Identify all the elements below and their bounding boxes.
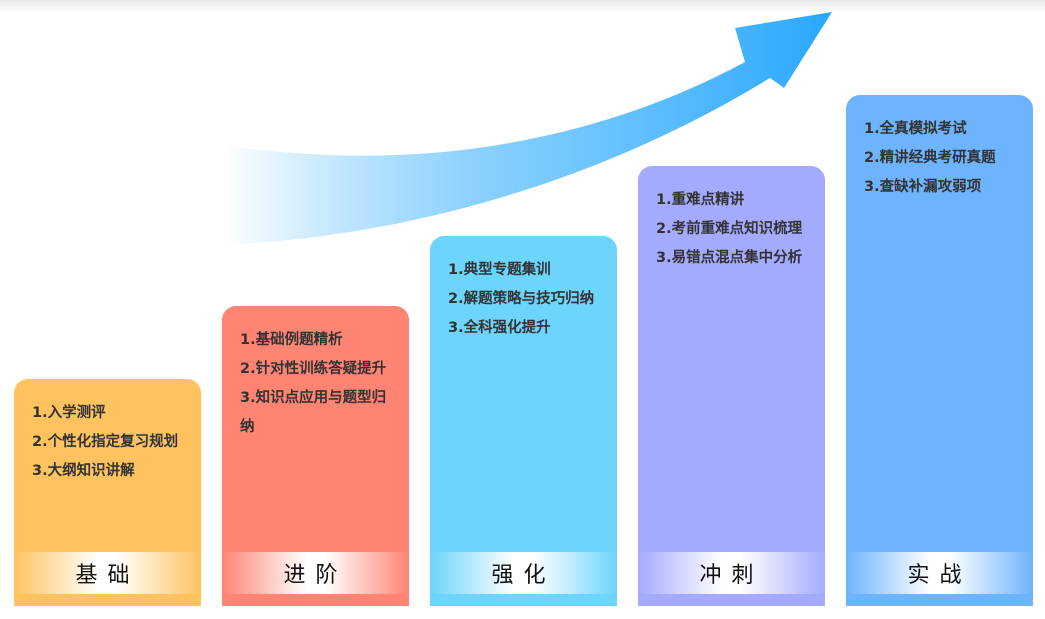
stage-items: 1.入学测评 2.个性化指定复习规划 3.大纲知识讲解: [14, 379, 201, 486]
stage-item: 1.基础例题精析: [240, 332, 343, 348]
stage-card-3: 1.典型专题集训 2.解题策略与技巧归纳 3.全科强化提升强化: [430, 236, 617, 606]
stage-item: 1.典型专题集训: [448, 262, 551, 278]
stage-label: 强化: [430, 552, 617, 594]
stage-items: 1.典型专题集训 2.解题策略与技巧归纳 3.全科强化提升: [430, 236, 617, 343]
stage-item: 1.入学测评: [32, 405, 106, 421]
stage-card-4: 1.重难点精讲 2.考前重难点知识梳理 3.易错点混点集中分析冲刺: [638, 166, 825, 606]
stage-item: 3.大纲知识讲解: [32, 463, 135, 479]
stage-card-2: 1.基础例题精析 2.针对性训练答疑提升 3.知识点应用与题型归纳进阶: [222, 306, 409, 606]
stage-label: 进阶: [222, 552, 409, 594]
stage-item: 2.精讲经典考研真题: [864, 150, 996, 166]
stage-item: 2.考前重难点知识梳理: [656, 221, 803, 237]
stage-item: 2.针对性训练答疑提升: [240, 361, 387, 377]
stage-items: 1.重难点精讲 2.考前重难点知识梳理 3.易错点混点集中分析: [638, 166, 825, 273]
stage-item: 1.全真模拟考试: [864, 121, 967, 137]
stage-item: 3.全科强化提升: [448, 320, 551, 336]
stage-item: 3.易错点混点集中分析: [656, 250, 803, 266]
stage-items: 1.基础例题精析 2.针对性训练答疑提升 3.知识点应用与题型归纳: [222, 306, 409, 442]
stage-item: 3.查缺补漏攻弱项: [864, 179, 982, 195]
top-shade: [0, 0, 1045, 12]
stage-label: 实战: [846, 552, 1033, 594]
stage-card-1: 1.入学测评 2.个性化指定复习规划 3.大纲知识讲解基础: [14, 379, 201, 606]
stage-item: 2.解题策略与技巧归纳: [448, 291, 595, 307]
stage-item: 2.个性化指定复习规划: [32, 434, 179, 450]
stage-item: 3.知识点应用与题型归纳: [240, 390, 387, 435]
stage-card-5: 1.全真模拟考试 2.精讲经典考研真题 3.查缺补漏攻弱项实战: [846, 95, 1033, 606]
stage-label: 基础: [14, 552, 201, 594]
stage-items: 1.全真模拟考试 2.精讲经典考研真题 3.查缺补漏攻弱项: [846, 95, 1033, 202]
stage-label: 冲刺: [638, 552, 825, 594]
stage-item: 1.重难点精讲: [656, 192, 745, 208]
